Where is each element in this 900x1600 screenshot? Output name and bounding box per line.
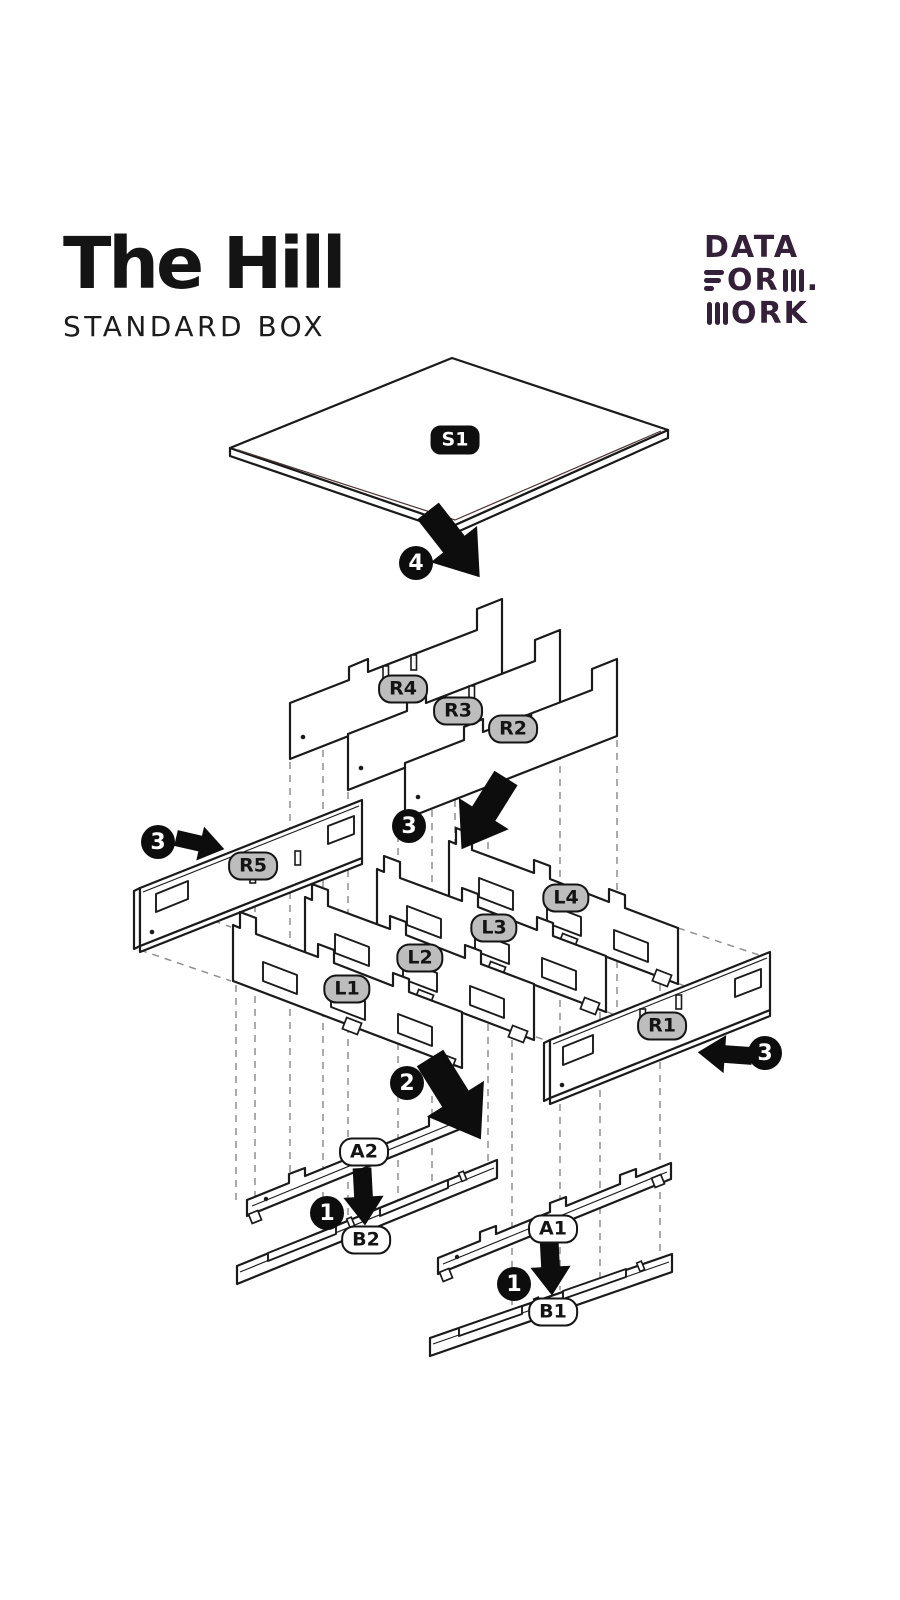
part-label-s1: S1	[430, 425, 480, 455]
page-subtitle: STANDARD BOX	[63, 310, 327, 343]
page-title: The Hill	[63, 222, 346, 305]
step-marker-2: 2	[390, 1066, 424, 1100]
part-label-a1: A1	[528, 1214, 578, 1244]
step-marker-1-right: 1	[497, 1267, 531, 1301]
part-label-l3: L3	[470, 913, 518, 943]
logo-m-bars-icon	[782, 269, 804, 292]
step-marker-3-right: 3	[748, 1036, 782, 1070]
part-label-l1: L1	[323, 974, 371, 1004]
brand-logo: DATA OR . ORK	[704, 231, 820, 330]
step-marker-4: 4	[399, 546, 433, 580]
step-marker-3-left: 3	[141, 825, 175, 859]
part-label-l4: L4	[542, 883, 590, 913]
part-label-a2: A2	[339, 1137, 389, 1167]
logo-f-bars-icon	[704, 270, 724, 291]
logo-line-3: ORK	[704, 297, 820, 330]
logo-line-2: OR .	[704, 264, 820, 297]
part-label-r2: R2	[488, 714, 538, 744]
logo-word-or: OR	[727, 263, 780, 298]
title-block: The Hill STANDARD BOX	[63, 222, 346, 343]
part-label-l2: L2	[396, 943, 444, 973]
logo-word-data: DATA	[704, 230, 800, 265]
logo-line-1: DATA	[704, 231, 820, 264]
step-marker-1-left: 1	[310, 1196, 344, 1230]
logo-w-bars-icon	[707, 302, 728, 325]
part-label-b1: B1	[528, 1297, 578, 1327]
step-marker-3-top: 3	[392, 809, 426, 843]
part-label-r3: R3	[433, 696, 483, 726]
part-label-r5: R5	[228, 851, 278, 881]
logo-dot: .	[806, 263, 821, 298]
step-1-right-arrow-icon	[528, 1236, 573, 1297]
logo-word-ork: ORK	[731, 296, 809, 331]
part-label-b2: B2	[341, 1225, 391, 1255]
part-label-r1: R1	[637, 1011, 687, 1041]
part-label-r4: R4	[378, 674, 428, 704]
